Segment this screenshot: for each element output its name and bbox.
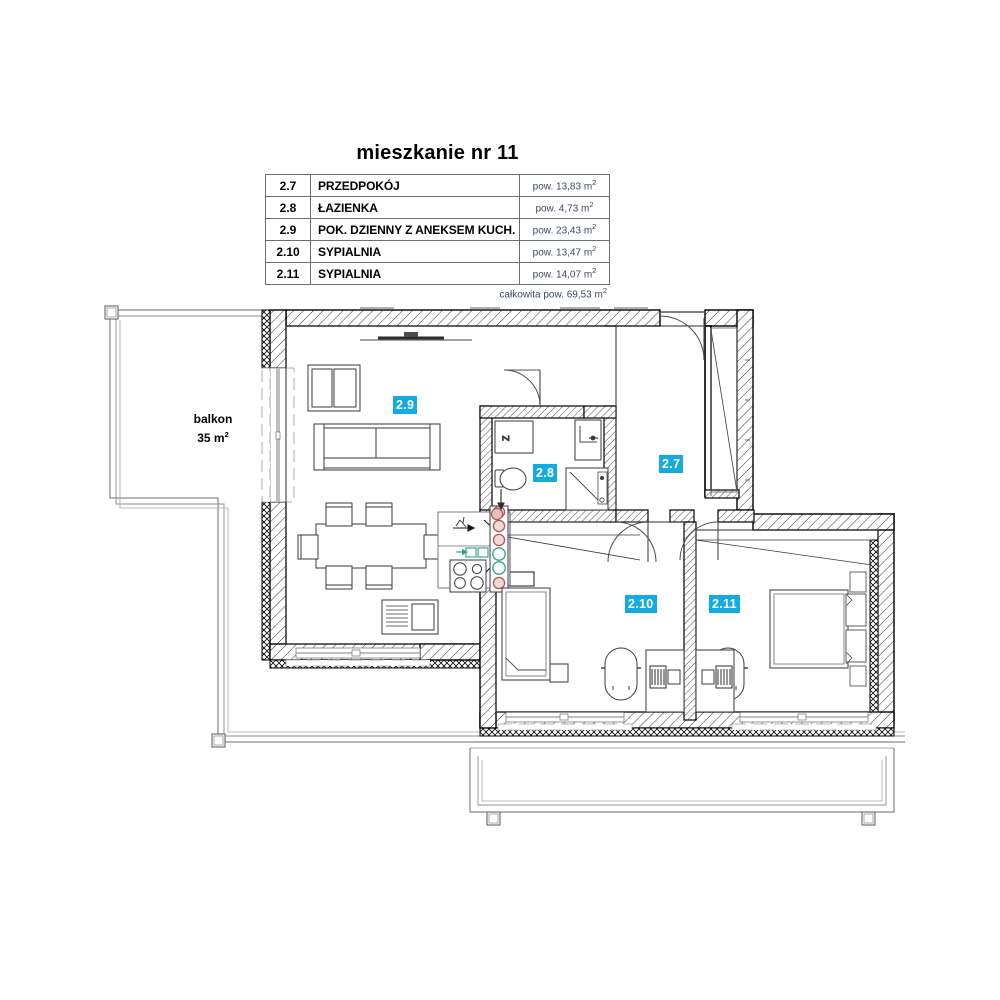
balcony-outline [109, 309, 905, 743]
area-prefix: pow. [532, 247, 557, 259]
area-prefix: pow. [532, 225, 557, 237]
balcony-area-value: 35 m [197, 431, 225, 445]
table-row: 2.10 SYPIALNIA pow. 13,47 m2 [265, 240, 610, 263]
cooktop-icon [449, 559, 487, 593]
row-roomname: PRZEDPOKÓJ [310, 174, 520, 197]
area-superscript: 2 [592, 178, 597, 188]
hall-wardrobe [710, 327, 738, 493]
area-prefix: pow. [532, 181, 557, 193]
chair-icon [601, 647, 641, 701]
dining-table-icon [315, 523, 427, 569]
legend-body: 2.7 PRZEDPOKÓJ pow. 13,83 m2 2.8 ŁAZIENK… [265, 174, 610, 285]
row-roomname: POK. DZIENNY Z ANEKSEM KUCH. [310, 218, 520, 241]
room-tag-bedroom-small: 2.10 [625, 595, 657, 613]
area-superscript: 2 [592, 266, 597, 276]
double-bed-icon [769, 571, 867, 687]
bedroom-11-furniture [695, 571, 867, 713]
lower-terrace-posts [486, 811, 876, 826]
area-value: 13,83 m [556, 181, 593, 193]
row-area: pow. 23,43 m2 [519, 218, 610, 241]
svg-text:Z: Z [501, 435, 511, 441]
area-value: 13,47 m [556, 247, 593, 259]
area-value: 4,73 m [558, 203, 590, 215]
total-value: 69,53 m [566, 289, 603, 301]
tv-unit-icon [381, 599, 439, 635]
bedroom-10-furniture [501, 587, 685, 713]
total-superscript: 2 [602, 286, 607, 295]
installation-riser [456, 505, 509, 593]
interior-walls [479, 325, 755, 721]
row-number: 2.10 [265, 240, 311, 263]
room-inner-lines [285, 325, 879, 713]
room-tag-hall: 2.7 [659, 455, 684, 473]
balcony-label: balkon 35 m2 [158, 412, 268, 446]
area-superscript: 2 [592, 244, 597, 254]
washbasin-icon [574, 419, 602, 461]
duct-symbol-icon [456, 547, 489, 558]
area-superscript: 2 [589, 200, 594, 210]
row-area: pow. 14,07 m2 [519, 262, 610, 285]
room-tag-bedroom-large: 2.11 [709, 595, 740, 613]
wall-rail-icon [360, 332, 472, 341]
living-room-furniture [297, 332, 472, 635]
toilet-icon [494, 467, 527, 491]
area-prefix: pow. [535, 203, 559, 215]
area-value: 23,43 m [556, 225, 593, 237]
room-tag-living-room: 2.9 [393, 396, 418, 414]
row-number: 2.11 [265, 262, 311, 285]
balcony-area-superscript: 2 [224, 430, 229, 439]
toilet-drain-arrow-icon [497, 489, 505, 511]
table-row: 2.11 SYPIALNIA pow. 14,07 m2 [265, 262, 610, 285]
row-number: 2.8 [265, 196, 311, 219]
balcony-name: balkon [193, 412, 233, 426]
single-bed-icon [501, 587, 569, 683]
sink-icon [455, 516, 467, 528]
desk-icon [695, 649, 735, 713]
total-area-label: całkowita pow. 69,53 m2 [265, 286, 610, 300]
balcony-posts [104, 305, 226, 748]
shower-icon [565, 467, 609, 511]
area-superscript: 2 [592, 222, 597, 232]
sofa-icon [313, 423, 441, 471]
desk-icon [645, 649, 685, 713]
area-value: 14,07 m [556, 269, 593, 281]
lower-terrace-outline [469, 747, 895, 813]
balcony-area: 35 m2 [158, 427, 268, 446]
page-title: mieszkanie nr 11 [356, 142, 519, 164]
doors [503, 311, 719, 563]
table-row: 2.8 ŁAZIENKA pow. 4,73 m2 [265, 196, 610, 219]
wall-detail-ticks [745, 359, 750, 481]
armchair-icon [307, 364, 361, 412]
room-tag-bathroom: 2.8 [533, 464, 558, 482]
area-prefix: pow. [532, 269, 557, 281]
windows [261, 307, 877, 731]
room-legend-table: 2.7 PRZEDPOKÓJ pow. 13,83 m2 2.8 ŁAZIENK… [265, 174, 610, 285]
total-prefix: całkowita pow. [499, 289, 567, 301]
washing-machine-icon: Z [494, 420, 534, 454]
bathroom-fixtures: Z [494, 419, 609, 511]
drawing-root: Z [104, 305, 905, 826]
table-row: 2.7 PRZEDPOKÓJ pow. 13,83 m2 [265, 174, 610, 197]
table-row: 2.9 POK. DZIENNY Z ANEKSEM KUCH. pow. 23… [265, 218, 610, 241]
